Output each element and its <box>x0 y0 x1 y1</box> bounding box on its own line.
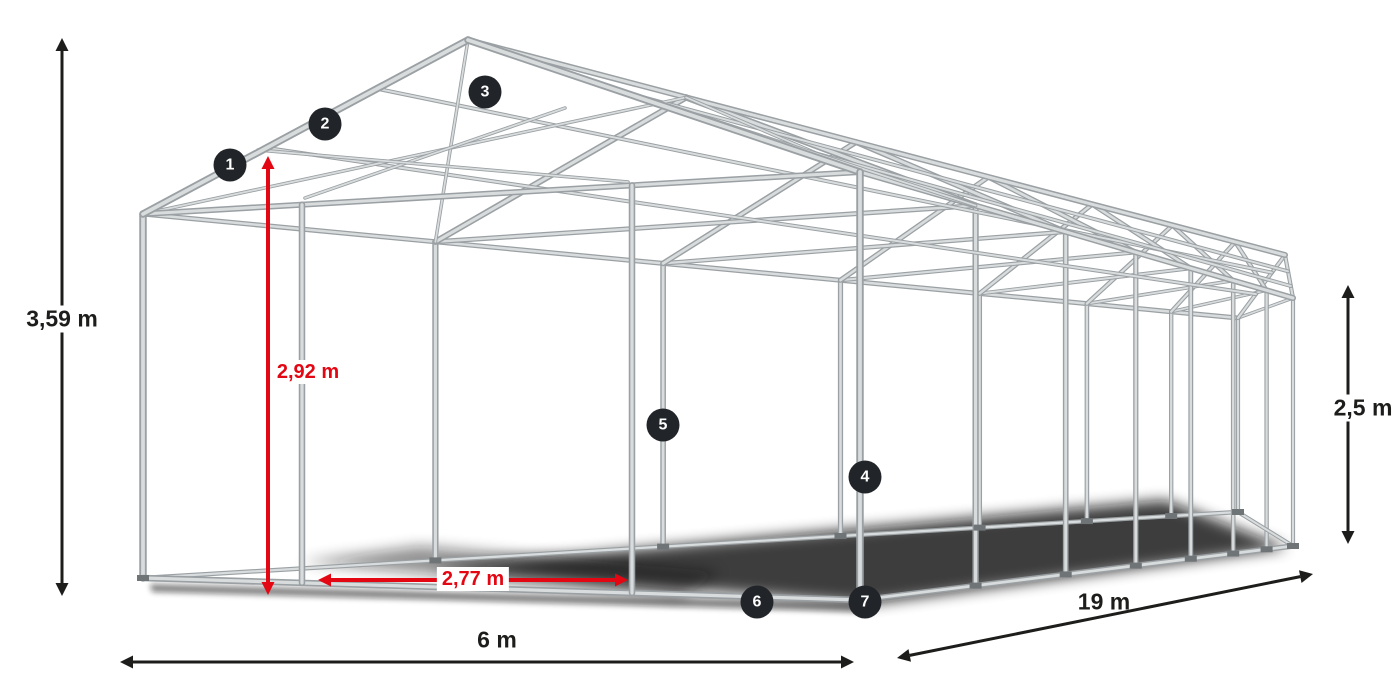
length-arrow <box>897 570 1313 662</box>
total-height-label: 3,59 m <box>20 305 104 333</box>
part-marker-1-number: 1 <box>225 156 235 173</box>
part-marker-1: 1 <box>213 148 247 182</box>
width-label: 6 m <box>477 626 517 653</box>
part-marker-4-number: 4 <box>860 468 870 485</box>
part-marker-4: 4 <box>848 460 882 494</box>
part-marker-7-number: 7 <box>860 593 870 610</box>
part-marker-2: 2 <box>308 107 342 141</box>
part-marker-2-number: 2 <box>320 115 330 132</box>
bay-width-label: 2,77 m <box>436 567 510 591</box>
length-label: 19 m <box>1077 588 1131 615</box>
part-marker-5-number: 5 <box>658 416 668 433</box>
part-marker-5: 5 <box>646 408 680 442</box>
steel-frame-tubes <box>137 36 1299 604</box>
inner-height-arrow <box>261 156 275 595</box>
part-marker-6-number: 6 <box>752 593 762 610</box>
inner-height-label: 2,92 m <box>271 360 345 384</box>
part-marker-3: 3 <box>468 75 502 109</box>
width-arrow <box>120 655 854 669</box>
part-marker-7: 7 <box>848 585 882 619</box>
part-marker-6: 6 <box>740 585 774 619</box>
side-height-label: 2,5 m <box>1327 394 1399 422</box>
part-marker-3-number: 3 <box>480 83 490 100</box>
